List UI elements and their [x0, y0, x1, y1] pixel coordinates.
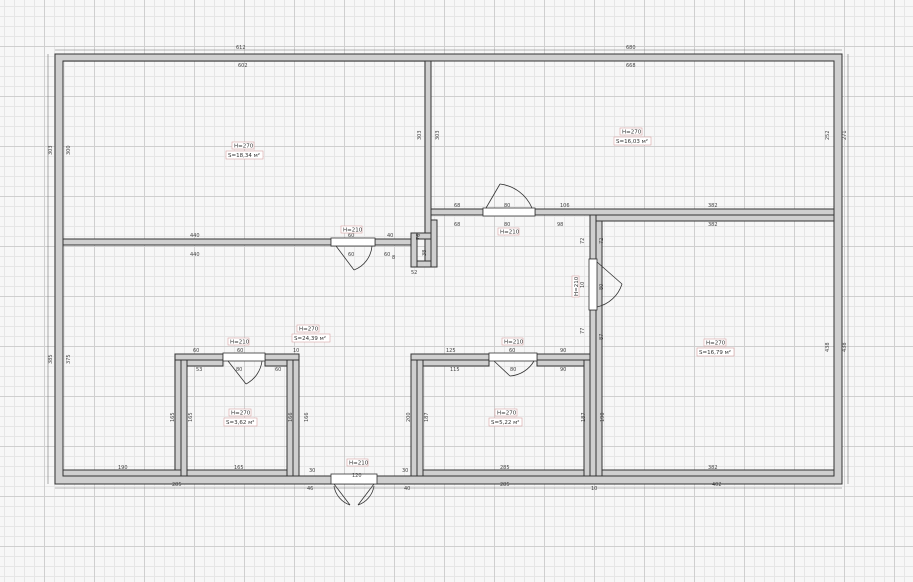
dim-87: 87	[599, 334, 605, 340]
dim-left-outer-upper: 303	[48, 145, 54, 155]
dim-165: 165	[234, 465, 244, 471]
doors	[222, 183, 623, 506]
room3-area: S=24,39 м²	[294, 335, 326, 342]
dim-30-left: 30	[309, 468, 315, 474]
dim-382-top: 382	[708, 203, 718, 209]
dim-80-bottom: 80	[504, 222, 510, 228]
dim-80-vertical: 80	[599, 284, 605, 290]
dim-right-outer-lower: 438	[842, 342, 848, 352]
dim-left-inner-lower: 375	[66, 354, 72, 364]
dim-90-top: 90	[560, 348, 566, 354]
dim-60-room6-top: 60	[509, 348, 515, 354]
door-labels: H=210 H=210 H=210 H=210 H=210 H=210	[227, 225, 580, 467]
dim-80-room6-bottom: 80	[510, 367, 516, 373]
dim-98: 98	[557, 222, 563, 228]
dim-190: 190	[118, 465, 128, 471]
dim-115: 115	[450, 367, 460, 373]
dimension-lines	[47, 49, 849, 489]
dim-10: 10	[580, 282, 586, 288]
dim-8: 8	[392, 255, 395, 261]
dim-402: 402	[712, 482, 722, 488]
room4-area: S=16,79 м²	[699, 349, 731, 356]
dim-top-outer-left: 612	[236, 45, 246, 51]
dim-10-bottom: 10	[591, 486, 597, 492]
room6-area: S=5,22 м²	[491, 419, 519, 426]
dim-440-bottom: 440	[190, 252, 200, 258]
dim-166: 166	[288, 412, 294, 422]
room2-height: H=270	[622, 130, 642, 136]
dim-303-left: 303	[417, 130, 423, 140]
dim-303-right: 303	[435, 130, 441, 140]
room5-area: S=3,62 м²	[226, 419, 254, 426]
room3-height: H=270	[299, 327, 319, 333]
dim-165-v-left: 165	[170, 412, 176, 422]
dim-door1-60-top: 60	[348, 233, 354, 239]
room1-area: S=18,34 м²	[228, 152, 260, 159]
dim-187-left: 187	[424, 412, 430, 422]
dim-right-inner-lower: 438	[825, 342, 831, 352]
dim-60-room5-door: 60	[237, 348, 243, 354]
dim-76: 76	[416, 234, 422, 240]
dim-106: 106	[560, 203, 570, 209]
dim-90-bottom: 90	[560, 367, 566, 373]
dim-285-bottom-mid: 285	[500, 482, 510, 488]
room5-height: H=270	[231, 411, 251, 417]
dim-53: 53	[196, 367, 202, 373]
dim-120: 120	[352, 473, 362, 479]
dim-190-v: 190	[600, 412, 606, 422]
dim-382-bottom: 382	[708, 465, 718, 471]
dim-80-top: 80	[504, 203, 510, 209]
dim-left-outer-lower: 385	[48, 354, 54, 364]
dim-68-bottom: 68	[454, 222, 460, 228]
dim-60-room5-top: 60	[193, 348, 199, 354]
interior-walls	[62, 60, 835, 477]
door4-height: H=210	[230, 340, 250, 346]
dim-40-small: 60	[384, 252, 390, 258]
dim-50: 40	[387, 233, 393, 239]
door3-height: H=210	[574, 276, 580, 296]
dim-285-mid: 285	[500, 465, 510, 471]
dim-40-bottom: 40	[404, 486, 410, 492]
room4-height: H=270	[706, 341, 726, 347]
dim-30-right: 30	[402, 468, 408, 474]
room2-area: S=16,03 м²	[616, 138, 648, 145]
dim-46: 46	[307, 486, 313, 492]
dim-200: 200	[406, 412, 412, 422]
dim-72-left: 72	[580, 238, 586, 244]
dim-38: 38	[422, 250, 428, 256]
dimension-texts: 612 680 602 668 303 300 385 375 271 252 …	[48, 45, 848, 492]
door5-height: H=210	[504, 340, 524, 346]
door1-height: H=210	[343, 228, 363, 234]
dim-10-room5: 10	[293, 348, 299, 354]
dim-125: 125	[446, 348, 456, 354]
room6-height: H=270	[497, 411, 517, 417]
dim-77: 77	[580, 328, 586, 334]
dim-72-right: 72	[599, 238, 605, 244]
dim-165-v-inner: 165	[188, 412, 194, 422]
dim-20-room5: 60	[275, 367, 281, 373]
dim-top-inner-left: 602	[238, 63, 248, 69]
dim-166-right: 166	[304, 412, 310, 422]
dim-top-outer-right: 680	[626, 45, 636, 51]
dim-top-inner-right: 668	[626, 63, 636, 69]
dim-285-bottom-left: 285	[172, 482, 182, 488]
dim-440-top: 440	[190, 233, 200, 239]
door6-height: H=210	[349, 461, 369, 467]
room1-height: H=270	[234, 144, 254, 150]
dim-door1-60-bottom: 60	[348, 252, 354, 258]
dim-right-inner-upper: 252	[825, 130, 831, 140]
dim-187-right: 187	[581, 412, 587, 422]
dim-80-room5-bottom: 80	[236, 367, 242, 373]
room-labels: H=270 S=18,34 м² H=270 S=16,03 м² H=270 …	[223, 127, 735, 427]
dim-382-mid: 382	[708, 222, 718, 228]
door2-height: H=210	[500, 230, 520, 236]
dim-68-top: 68	[454, 203, 460, 209]
dim-left-inner-upper: 300	[66, 145, 72, 155]
dim-right-outer-upper: 271	[842, 130, 848, 140]
dim-52: 52	[411, 270, 417, 276]
